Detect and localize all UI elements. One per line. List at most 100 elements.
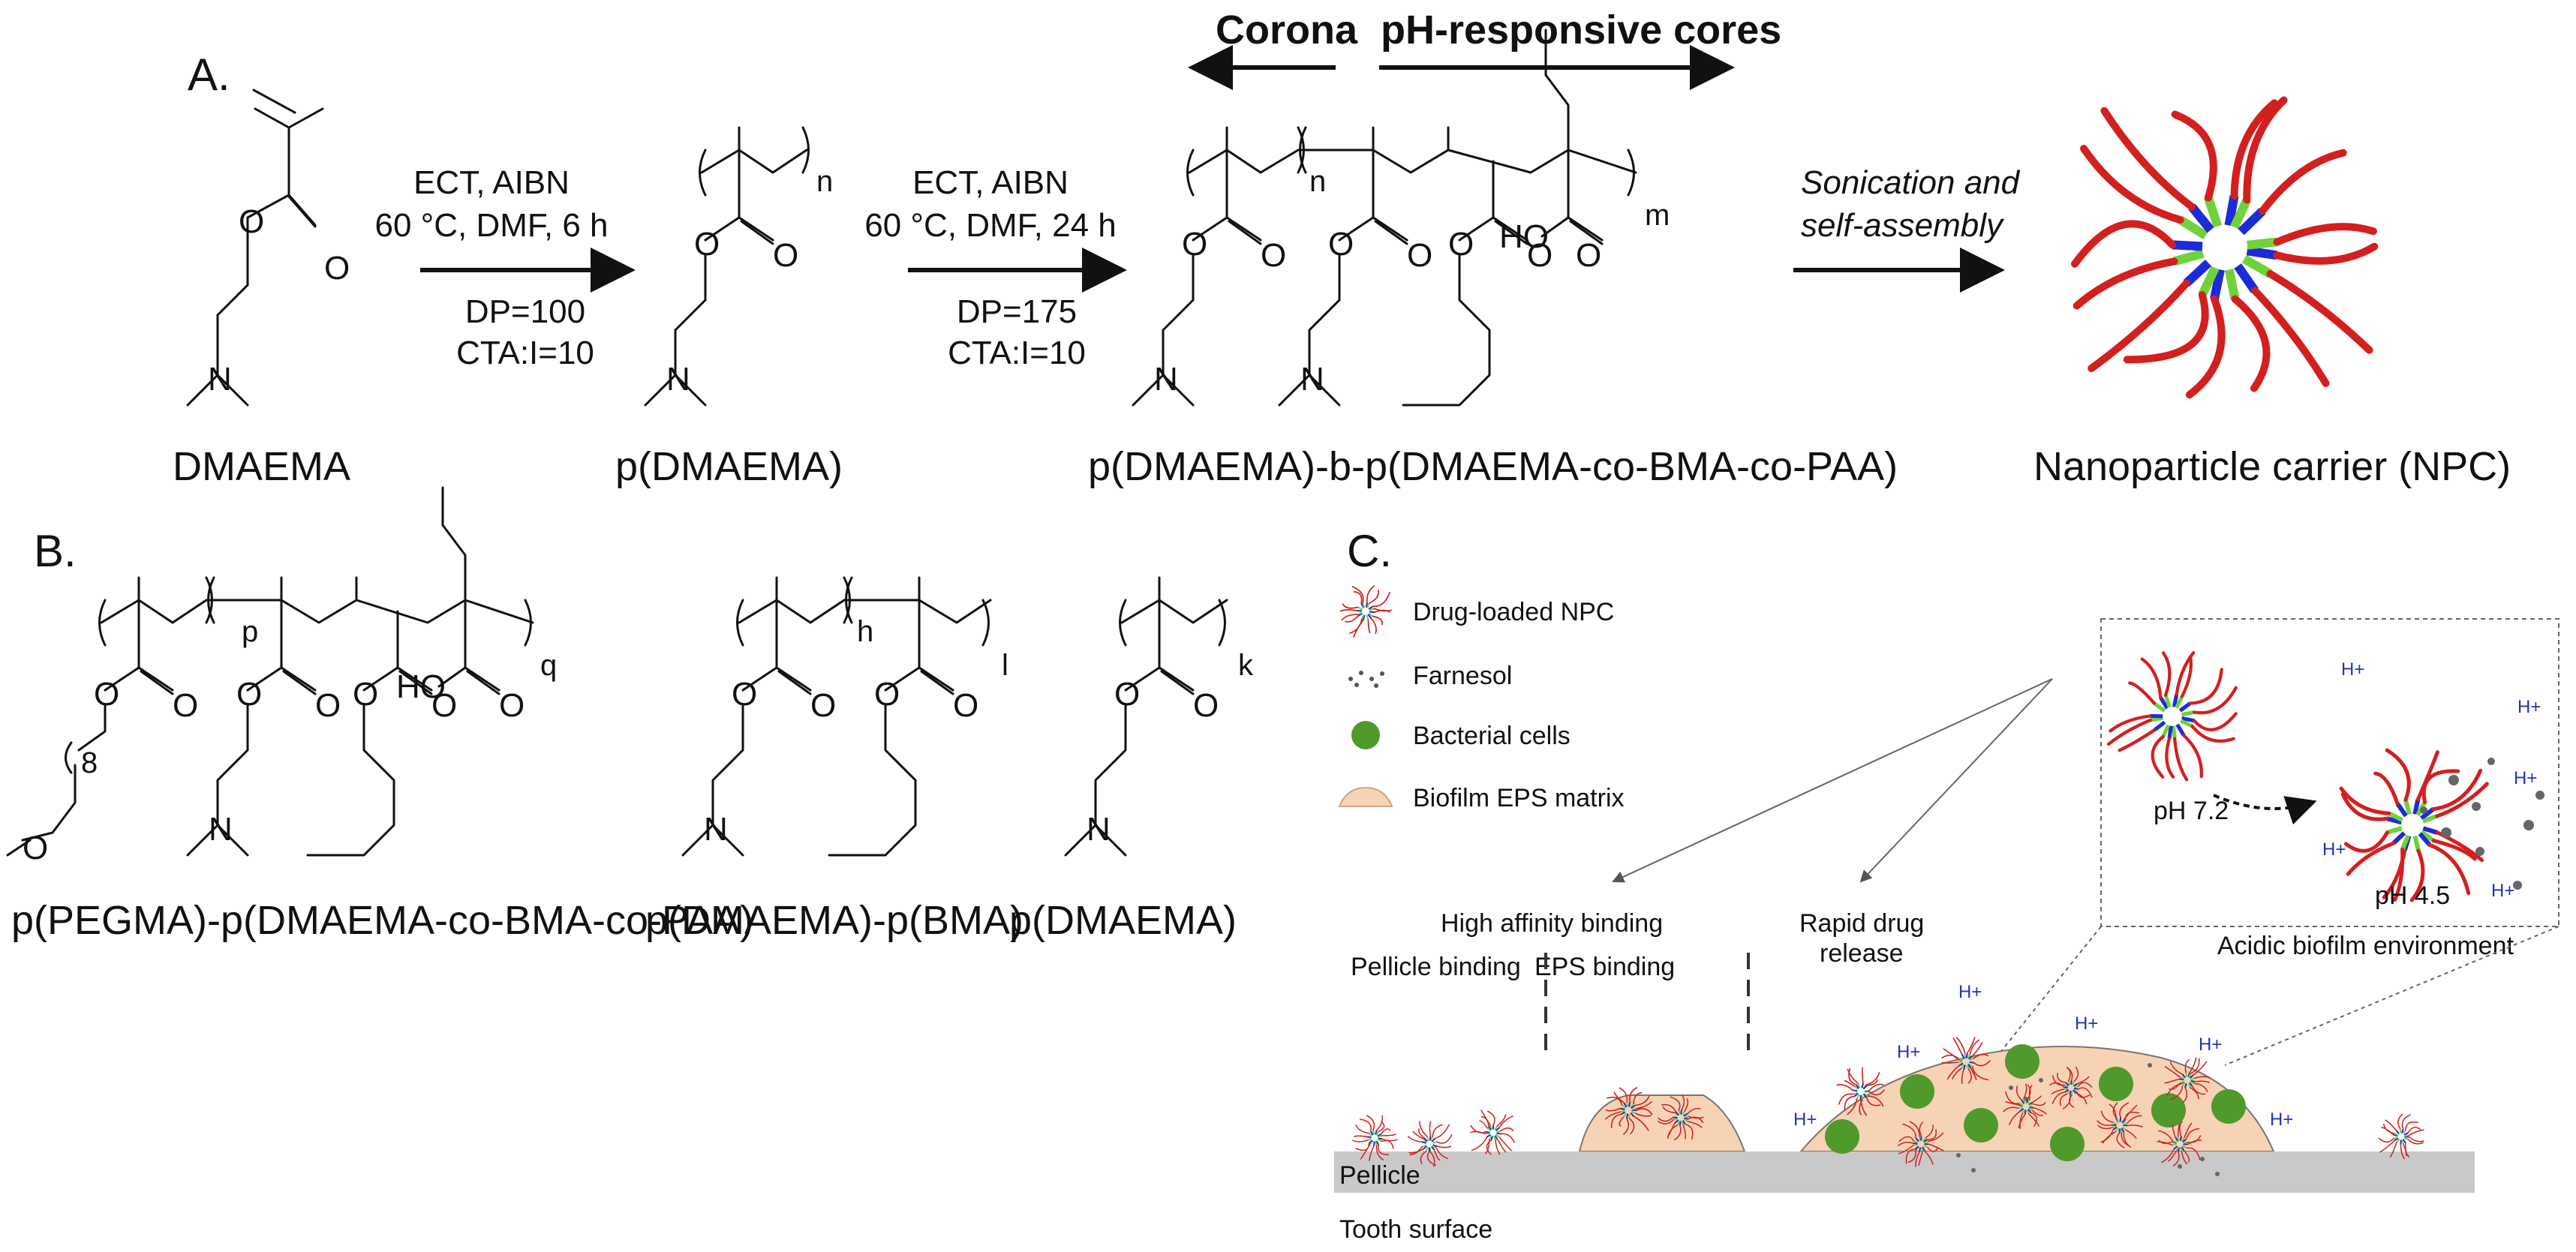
hplus-label: H+	[2075, 1013, 2098, 1034]
npc-corona-strand	[2180, 655, 2193, 698]
npc-corona-strand	[1973, 1053, 1989, 1059]
npc-corona-strand	[2339, 786, 2391, 815]
npc-corona-strand	[1847, 1068, 1859, 1085]
reaction-step-1: ECT, AIBN 60 °C, DMF, 6 h DP=100 CTA:I=1…	[374, 164, 636, 371]
npc-corona-strand	[2073, 1066, 2079, 1082]
ester2-o: O	[1328, 226, 1354, 263]
ester2-carbonyl-o: O	[1407, 237, 1432, 274]
dmaema-ester-oxygen: O	[239, 203, 264, 240]
inset-hplus-labels: H+ H+ H+ H+ H+	[2322, 659, 2541, 901]
poly2-carbonyl2-o: O	[953, 687, 978, 724]
npc-core-strand	[1432, 1141, 1438, 1144]
npc-corona-strand	[1418, 1121, 1428, 1137]
poly2-label: p(DMAEMA)-p(BMA)	[645, 898, 1023, 943]
npc-core-strand	[2395, 1130, 2400, 1135]
poly2-carbonyl1-o: O	[810, 687, 836, 724]
eps-matrix-icon	[1338, 786, 1393, 807]
npc-corona-strand	[2027, 1084, 2031, 1100]
npc-corona-strand	[1915, 1151, 1920, 1167]
poly1-label: p(PEGMA)-p(DMAEMA-co-BMA-co-PAA)	[11, 898, 753, 943]
npc-core-strand	[2019, 1108, 2024, 1112]
npc-core-strand	[1853, 1085, 1859, 1090]
npc-corona-strand	[1498, 1115, 1513, 1129]
npc-core-strand	[1429, 1136, 1434, 1142]
pellicle-label: Pellicle	[1339, 1161, 1420, 1190]
npc-corona-strand	[2383, 1124, 2395, 1134]
hplus-label: H+	[2517, 697, 2541, 717]
npc-core-strand	[2190, 1081, 2195, 1085]
npc-core-strand	[1372, 1130, 1375, 1135]
npc-core-strand	[1852, 1089, 1858, 1092]
npc-corona-strand	[1470, 1124, 1486, 1133]
npc-corona-strand	[1688, 1116, 1704, 1123]
npc-core-strand	[1375, 1141, 1378, 1146]
npc-core-strand	[2123, 1122, 2128, 1125]
npc-core-strand	[2404, 1134, 2409, 1137]
poly3-ester-o: O	[1114, 676, 1140, 713]
panel-a-letter: A.	[188, 50, 230, 100]
npc-corona-strand	[1928, 1143, 1944, 1151]
acidic-inset-box	[2100, 618, 2559, 927]
npc-core-strand	[2386, 816, 2403, 825]
npc-corona-strand	[1670, 1096, 1681, 1111]
npc-core-strand	[1969, 1057, 1974, 1061]
npc-corona-strand	[2194, 1076, 2211, 1079]
npc-corona-strand	[2407, 1139, 2424, 1145]
npc-core-strand	[2403, 799, 2412, 815]
npc-core-strand	[1631, 1110, 1637, 1115]
transition-arrow	[2213, 794, 2317, 825]
npc-corona-strand	[2100, 1110, 2114, 1123]
npc-core-strand	[1486, 1133, 1491, 1138]
npc-core-strand	[2400, 834, 2411, 851]
npc-corona-strand	[1496, 1114, 1507, 1127]
npc-core-strand	[1493, 1136, 1496, 1141]
npc-core-strand	[1923, 1140, 1929, 1144]
npc-corona-strand	[2397, 1113, 2403, 1130]
npc-core-strand	[1960, 1064, 1965, 1069]
npc-corona-strand	[1613, 1091, 1625, 1104]
npc-corona-strand	[2127, 1124, 2143, 1127]
npc-corona-strand	[1353, 591, 1363, 605]
npc-corona-strand	[2106, 718, 2152, 746]
npc-core-strand	[1626, 1113, 1629, 1119]
npc-corona-strand	[2259, 149, 2347, 215]
npc-corona-strand	[2193, 1061, 2208, 1076]
npc-core-strand	[2064, 1087, 2069, 1090]
npc-core-strand	[1680, 1109, 1682, 1115]
npc-corona-strand	[1629, 1087, 1638, 1103]
npc-corona-strand	[2179, 1121, 2183, 1137]
ester3-o: O	[1448, 226, 1474, 263]
npc-core-strand	[2028, 1101, 2033, 1106]
npc-particle	[2164, 1057, 2211, 1103]
npc-core-strand	[2185, 1072, 2188, 1077]
npc-core-strand	[1423, 1145, 1428, 1150]
npc-corona-strand	[1366, 585, 1375, 604]
npc-core-strand	[2022, 1098, 2026, 1103]
npc-corona-strand	[1966, 1037, 1976, 1054]
npc-particle	[2097, 1102, 2143, 1148]
npc-corona-strand	[2192, 1085, 2206, 1095]
hplus-label: H+	[1897, 1042, 1920, 1062]
npc-corona-strand	[1952, 1037, 1963, 1055]
npc-corona-strand	[2018, 1113, 2026, 1128]
npc-corona-strand	[1372, 591, 1390, 608]
npc-corona-strand	[1868, 1089, 1885, 1096]
npc-core-strand	[2178, 701, 2192, 713]
npc-core-strand	[2246, 246, 2278, 260]
poly1-acid-o: O	[499, 687, 525, 724]
npc-core-strand	[1421, 1141, 1426, 1144]
npc-core-strand	[2179, 1080, 2185, 1084]
npc-core-strand	[2153, 701, 2166, 713]
npc-corona-strand	[1865, 1072, 1880, 1086]
npc-core-strand	[2065, 1082, 2070, 1086]
npc-corona-strand	[1628, 1118, 1635, 1135]
npc-corona-strand	[1370, 617, 1377, 634]
npc-core-strand	[2247, 237, 2278, 250]
npc-corona-strand	[1973, 1060, 1991, 1067]
npc-core-strand	[1958, 1057, 1963, 1061]
npc-core-strand	[2179, 1076, 2185, 1080]
step1-line4: CTA:I=10	[456, 335, 594, 371]
npc-corona-strand	[2389, 1142, 2397, 1157]
npc-corona-strand	[2028, 1085, 2033, 1100]
npc-corona-strand	[1634, 1095, 1650, 1106]
